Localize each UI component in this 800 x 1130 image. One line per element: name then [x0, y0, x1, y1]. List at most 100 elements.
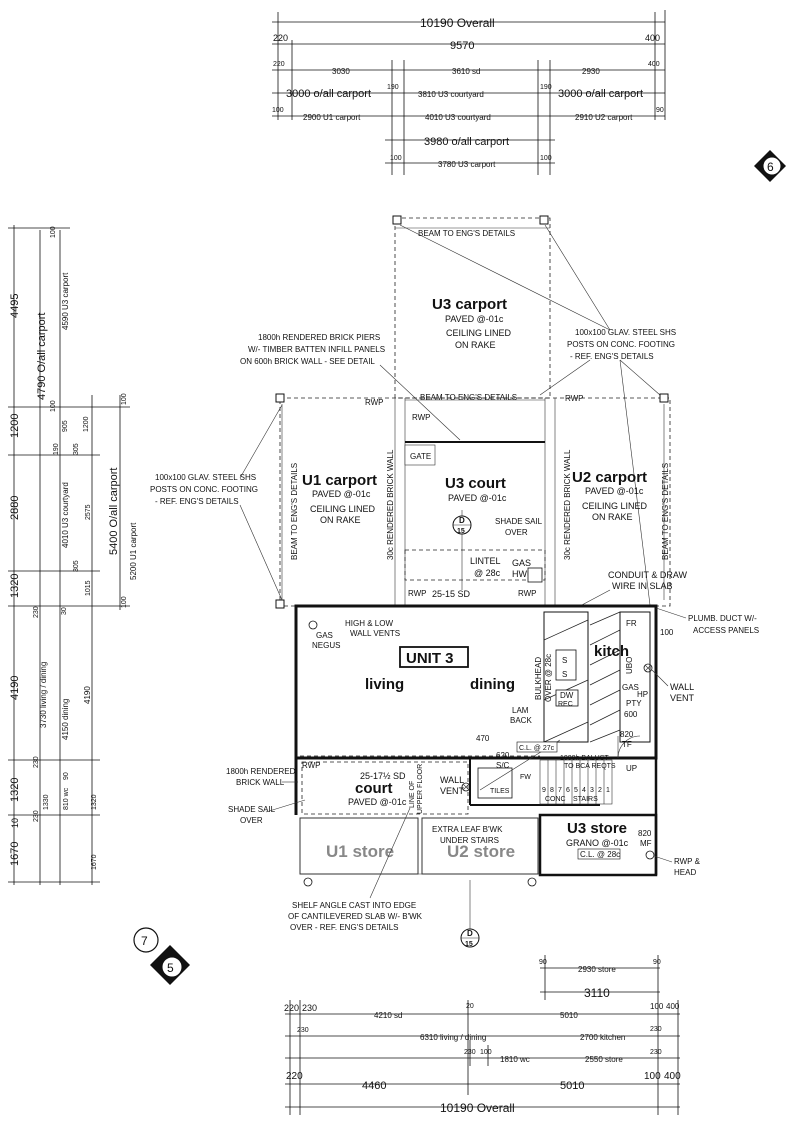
lintel-2: @ 28c: [474, 568, 501, 578]
dim-220b: 220: [273, 61, 285, 68]
dim-b4210: 4210 sd: [374, 1011, 402, 1020]
shade-sail-1: SHADE SAIL: [495, 517, 543, 526]
brick-wall-right: 30c RENDERED BRICK WALL: [563, 449, 572, 560]
step-8: 8: [550, 787, 554, 794]
dim-4150: 4150 dining: [61, 699, 70, 740]
dim-810: 810 wc: [63, 787, 70, 810]
dim-2900: 2900 U1 carport: [303, 113, 361, 122]
dim-100a: 100: [272, 107, 284, 114]
u3-carport-ceil2: ON RAKE: [455, 340, 496, 350]
u3-court-label: U3 court: [445, 475, 506, 492]
u1-carport-label: U1 carport: [302, 472, 377, 489]
pantry-label: PTY: [626, 699, 642, 708]
dim-3980: 3980 o/all carport: [424, 136, 509, 148]
u2-store-label: U2 store: [447, 842, 515, 861]
posts-r3: - REF. ENG'S DETAILS: [570, 352, 654, 361]
dim-820mf: 820: [638, 829, 652, 838]
lintel-1: LINTEL: [470, 556, 501, 566]
dim-b100c: 100: [644, 1071, 661, 1082]
dim-100-plumb: 100: [660, 628, 674, 637]
dim-b2930: 2930 store: [578, 965, 616, 974]
u3-carport: BEAM TO ENG'S DETAILS U3 carport PAVED @…: [392, 215, 551, 399]
sect-top-15: 15: [457, 528, 465, 535]
u3-carport-label: U3 carport: [432, 296, 507, 313]
piers-note-2: W/- TIMBER BATTEN INFILL PANELS: [248, 345, 385, 354]
dim-400b: 400: [648, 61, 660, 68]
gas-negus-2: NEGUS: [312, 641, 340, 650]
section-marker-7: 7: [133, 927, 159, 953]
up-label: UP: [626, 764, 637, 773]
dim-620: 620: [496, 751, 510, 760]
dim-3780: 3780 U3 carport: [438, 160, 496, 169]
dim-b230d: 230: [464, 1049, 476, 1056]
dim-100b: 100: [390, 155, 402, 162]
gas-hp-1: GAS: [622, 683, 639, 692]
sect-top-d: D: [459, 516, 465, 525]
overall-bottom-dim: 10190 Overall: [440, 1101, 515, 1115]
dim-4190: 4190: [9, 676, 21, 700]
dim-100c: 100: [540, 155, 552, 162]
stair-steps: 9 8 7 6 5 4 3 2 1: [542, 787, 610, 794]
dim-9570: 9570: [450, 40, 474, 52]
sd-label: 25-15 SD: [432, 589, 471, 599]
dim-400: 400: [645, 33, 660, 43]
gas-negus-1: GAS: [316, 631, 333, 640]
dim-3000b: 3000 o/all carport: [558, 88, 643, 100]
piers-note-3: ON 600h BRICK WALL - SEE DETAIL: [240, 357, 375, 366]
section-marker-d15-top: D 15: [452, 510, 472, 590]
step-5: 5: [574, 787, 578, 794]
shelf-3: OVER - REF. ENG'S DETAILS: [290, 923, 399, 932]
svg-text:6: 6: [767, 160, 774, 174]
shelf-angle-note: SHELF ANGLE CAST INTO EDGE OF CANTILEVER…: [288, 807, 423, 932]
dim-90: 90: [656, 107, 664, 114]
sect-bot-15: 15: [465, 941, 473, 948]
dim-b230b: 230: [297, 1027, 309, 1034]
shade-sail-2: OVER: [505, 528, 528, 537]
dim-600: 600: [624, 710, 638, 719]
sink-s2: S: [562, 670, 567, 679]
rwp-2: RWP: [412, 413, 431, 422]
dim-b230c: 230: [650, 1026, 662, 1033]
dim-5400: 5400 O/all carport: [108, 468, 120, 555]
dim-1670b: 1670: [91, 854, 98, 870]
dim-190: 190: [53, 443, 60, 455]
dim-b400: 400: [666, 1002, 680, 1011]
unit3-label-box: [399, 646, 469, 668]
marker-5-text: 5: [167, 961, 174, 975]
unit3-outline: [294, 604, 658, 877]
gas-hp-2: HP: [637, 690, 648, 699]
dim-3000a: 3000 o/all carport: [286, 88, 371, 100]
step-6: 6: [566, 787, 570, 794]
court-label: court: [355, 780, 393, 797]
step-7: 7: [558, 787, 562, 794]
wall-vent-r2: VENT: [670, 693, 695, 703]
dim-b230e: 230: [650, 1049, 662, 1056]
tf-label: TF: [622, 740, 632, 749]
section-marker-5: 5: [150, 945, 190, 985]
u1-paved: PAVED @-01c: [312, 489, 371, 499]
dim-b20: 20: [466, 1003, 474, 1010]
dim-b400b: 400: [664, 1071, 681, 1082]
upper-floor-1: LINE OF: [409, 781, 416, 808]
beam-note-left: BEAM TO ENG'S DETAILS: [290, 463, 299, 560]
dim-90: 90: [63, 772, 70, 780]
u2-paved: PAVED @-01c: [585, 486, 644, 496]
dim-b2700: 2700 kitchen: [580, 1033, 625, 1042]
dim-b3110: 3110: [584, 986, 610, 1000]
fw-label: FW: [520, 774, 531, 781]
piers-note: 1800h RENDERED BRICK PIERS W/- TIMBER BA…: [240, 333, 461, 441]
conduit-1: CONDUIT & DRAW: [608, 570, 688, 580]
court-paved: PAVED @-01c: [348, 797, 407, 807]
ubo-label: UBO: [625, 657, 634, 674]
posts-note-right: 100x100 GLAV. STEEL SHS POSTS ON CONC. F…: [399, 224, 676, 606]
rwp-1: RWP: [365, 398, 384, 407]
dim-305b: 305: [73, 560, 80, 572]
dim-3030: 3030: [332, 67, 350, 76]
u3-store-label: U3 store: [567, 820, 627, 837]
vents-2: WALL VENTS: [350, 629, 400, 638]
dim-b4460: 4460: [362, 1080, 386, 1092]
u1-ceil2: ON RAKE: [320, 515, 361, 525]
piers-note-1: 1800h RENDERED BRICK PIERS: [258, 333, 380, 342]
posts-l3: - REF. ENG'S DETAILS: [155, 497, 239, 506]
